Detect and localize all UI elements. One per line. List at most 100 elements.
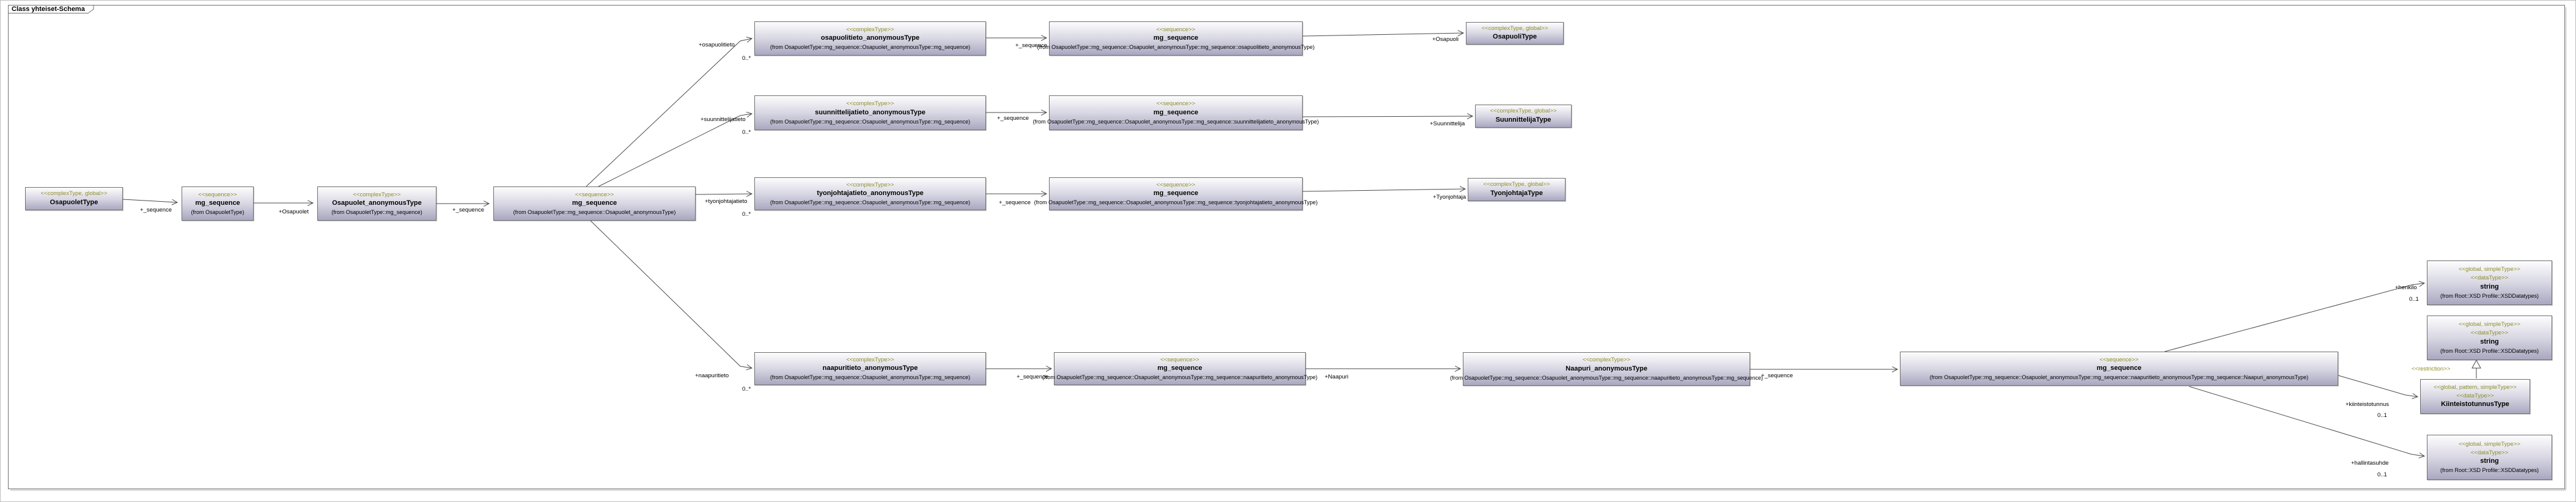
node-suunnittelijatieto-anonymous[interactable]: <<complexType>> suunnittelijatieto_anony… xyxy=(754,95,986,130)
node-string-base[interactable]: <<global, simpleType>> <<dataType>> stri… xyxy=(2427,316,2552,360)
node-mg-sequence-1[interactable]: <<sequence>> mg_sequence (from Osapuolet… xyxy=(182,186,254,221)
node-naapuri-anonymous[interactable]: <<complexType>> Naapuri_anonymousType (f… xyxy=(1450,352,1763,386)
node-string-hallintasuhde[interactable]: <<global, simpleType>> <<dataType>> stri… xyxy=(2427,435,2552,480)
node-from: (from OsapuoletType::mg_sequence::Osapuo… xyxy=(1450,374,1763,381)
edge-label-osapuoli: +Osapuoli xyxy=(1432,36,1459,43)
node-name: string xyxy=(2480,457,2499,465)
edge-multiplicity: 0..* xyxy=(742,211,751,218)
node-osapuolitieto-anonymous[interactable]: <<complexType>> osapuolitieto_anonymousT… xyxy=(754,21,986,56)
node-stereotype: <<complexType>> xyxy=(353,191,401,198)
node-name: mg_sequence xyxy=(1153,108,1199,116)
edge-henkilo xyxy=(2164,283,2424,352)
node-from: (from Root::XSD Profile::XSDDatatypes) xyxy=(2440,292,2539,299)
node-name: string xyxy=(2480,338,2499,345)
frame-tab-shape xyxy=(8,5,94,13)
node-osapuoli-type[interactable]: <<complexType, global>> OsapuoliType xyxy=(1466,22,1564,45)
edge-label-sequence-1: +_sequence xyxy=(140,207,172,213)
node-name: osapuolitieto_anonymousType xyxy=(820,34,920,42)
node-stereotype: <<global, simpleType>> xyxy=(2459,266,2520,273)
node-suunnittelija-type[interactable]: <<complexType, global>> SuunnittelijaTyp… xyxy=(1475,105,1572,128)
node-from: (from OsapuoletType::mg_sequence::Osapuo… xyxy=(770,199,971,206)
node-tyonjohtaja-type[interactable]: <<complexType, global>> TyonjohtajaType xyxy=(1468,178,1566,201)
node-stereotype: <<sequence>> xyxy=(198,191,237,198)
edge-suunnittelija xyxy=(1302,116,1473,117)
diagram-title[interactable]: Class yhteiset-Schema xyxy=(12,6,85,13)
edge-suunnittelijatieto xyxy=(598,114,752,187)
node-stereotype: <<complexType, global>> xyxy=(1481,24,1548,32)
node-mg-sequence-osapuolitieto[interactable]: <<sequence>> mg_sequence (from Osapuolet… xyxy=(1037,21,1314,56)
edge-label-seq-naapuritieto: +_sequence xyxy=(1017,374,1049,380)
node-stereotype: <<sequence>> xyxy=(1156,181,1196,188)
edge-label-suunnittelijatieto: +suunnittelijatieto xyxy=(701,116,746,123)
node-name: mg_sequence xyxy=(1153,34,1199,42)
node-stereotype: <<complexType>> xyxy=(846,181,894,188)
edge-osapuoli xyxy=(1302,33,1463,37)
edge-osapuolitieto xyxy=(586,39,752,187)
edge-label-naapuritieto: +naapuritieto xyxy=(695,372,729,379)
edge-label-sequence-2: +_sequence xyxy=(452,207,485,213)
node-mg-sequence-suunnittelijatieto[interactable]: <<sequence>> mg_sequence (from Osapuolet… xyxy=(1033,95,1319,130)
node-tyonjohtajatieto-anonymous[interactable]: <<complexType>> tyonjohtajatieto_anonymo… xyxy=(754,177,986,210)
node-from: (from OsapuoletType::mg_sequence::Osapuo… xyxy=(770,118,971,125)
node-from: (from OsapuoletType::mg_sequence::Osapuo… xyxy=(770,374,971,381)
edge-label-tyonjohtajatieto: +tyonjohtajatieto xyxy=(705,198,748,205)
edge-label-henkilo: +henkilo xyxy=(2395,284,2417,291)
node-stereotype: <<sequence>> xyxy=(2099,356,2139,363)
node-name: TyonjohtajaType xyxy=(1490,189,1543,197)
node-kiinteistotunnus-type[interactable]: <<global, pattern, simpleType>> <<dataTy… xyxy=(2420,379,2530,414)
node-from: (from OsapuoletType::mg_sequence) xyxy=(331,209,422,216)
node-osapuolet-type[interactable]: <<complexType, global>> OsapuoletType xyxy=(25,187,123,210)
node-name: Naapuri_anonymousType xyxy=(1566,364,1647,372)
node-from: (from OsapuoletType::mg_sequence::Osapuo… xyxy=(513,209,676,216)
node-stereotype: <<global, simpleType>> xyxy=(2459,440,2520,448)
edge-label-seq-suunnittelijatieto: +_sequence xyxy=(997,115,1029,122)
node-from: (from Root::XSD Profile::XSDDatatypes) xyxy=(2440,347,2539,354)
node-stereotype: <<global, pattern, simpleType>> xyxy=(2434,383,2517,391)
node-stereotype: <<dataType>> xyxy=(2456,392,2494,399)
edge-naapuritieto xyxy=(590,220,752,368)
node-stereotype: <<dataType>> xyxy=(2470,275,2509,281)
node-mg-sequence-naapuri[interactable]: <<sequence>> mg_sequence (from Osapuolet… xyxy=(1900,352,2338,386)
edge-label-tyonjohtaja: +Tyonjohtaja xyxy=(1433,194,1466,201)
edge-multiplicity: 0..* xyxy=(742,129,751,136)
node-stereotype: <<complexType, global>> xyxy=(1490,108,1557,115)
node-stereotype: <<complexType>> xyxy=(1582,356,1631,364)
node-name: naapuritieto_anonymousType xyxy=(822,364,918,372)
node-stereotype: <<dataType>> xyxy=(2470,330,2509,336)
node-from: (from OsapuoletType::mg_sequence::Osapuo… xyxy=(1042,374,1318,381)
node-naapuritieto-anonymous[interactable]: <<complexType>> naapuritieto_anonymousTy… xyxy=(754,352,986,385)
edge-sequence-1 xyxy=(122,199,177,202)
node-stereotype: <<sequence>> xyxy=(575,191,614,198)
node-mg-sequence-naapuritieto[interactable]: <<sequence>> mg_sequence (from Osapuolet… xyxy=(1042,352,1317,385)
node-from: (from OsapuoletType) xyxy=(191,209,245,216)
edge-label-hallintasuhde: +hallintasuhde xyxy=(2351,460,2389,467)
node-from: (from OsapuoletType::mg_sequence::Osapuo… xyxy=(1929,374,2309,381)
edge-multiplicity: 0..* xyxy=(742,386,751,393)
node-stereotype: <<global, simpleType>> xyxy=(2459,321,2520,328)
node-stereotype: <<complexType, global>> xyxy=(1483,181,1550,188)
node-name: KiinteistotunnusType xyxy=(2441,400,2509,408)
node-name: SuunnittelijaType xyxy=(1495,116,1551,124)
edge-label-suunnittelija: +Suunnittelija xyxy=(1430,120,1465,127)
node-from: (from OsapuoletType::mg_sequence::Osapuo… xyxy=(1032,118,1319,125)
node-name: mg_sequence xyxy=(572,199,617,207)
node-name: tyonjohtajatieto_anonymousType xyxy=(817,190,924,197)
node-stereotype: <<dataType>> xyxy=(2470,449,2509,456)
node-string-henkilo[interactable]: <<global, simpleType>> <<dataType>> stri… xyxy=(2427,260,2552,305)
edge-label-seq-osapuolitieto: +_sequence xyxy=(1015,42,1048,49)
node-osapuolet-anonymous[interactable]: <<complexType>> Osapuolet_anonymousType … xyxy=(317,186,436,221)
edge-multiplicity: 0..1 xyxy=(2377,412,2387,419)
edge-multiplicity: 0..1 xyxy=(2409,296,2419,303)
node-stereotype: <<sequence>> xyxy=(1156,26,1196,33)
node-mg-sequence-tyonjohtajatieto[interactable]: <<sequence>> mg_sequence (from Osapuolet… xyxy=(1034,177,1317,210)
node-name: mg_sequence xyxy=(2096,364,2142,372)
edge-label-naapuri: +Naapuri xyxy=(1325,374,1349,380)
node-from: (from Root::XSD Profile::XSDDatatypes) xyxy=(2440,467,2539,474)
node-name: string xyxy=(2480,282,2499,290)
edge-label-restriction: <<restriction>> xyxy=(2412,366,2451,372)
node-name: mg_sequence xyxy=(195,199,240,207)
node-stereotype: <<sequence>> xyxy=(1160,356,1199,363)
node-mg-sequence-2[interactable]: <<sequence>> mg_sequence (from Osapuolet… xyxy=(493,186,696,221)
node-name: suunnittelijatieto_anonymousType xyxy=(815,108,926,116)
